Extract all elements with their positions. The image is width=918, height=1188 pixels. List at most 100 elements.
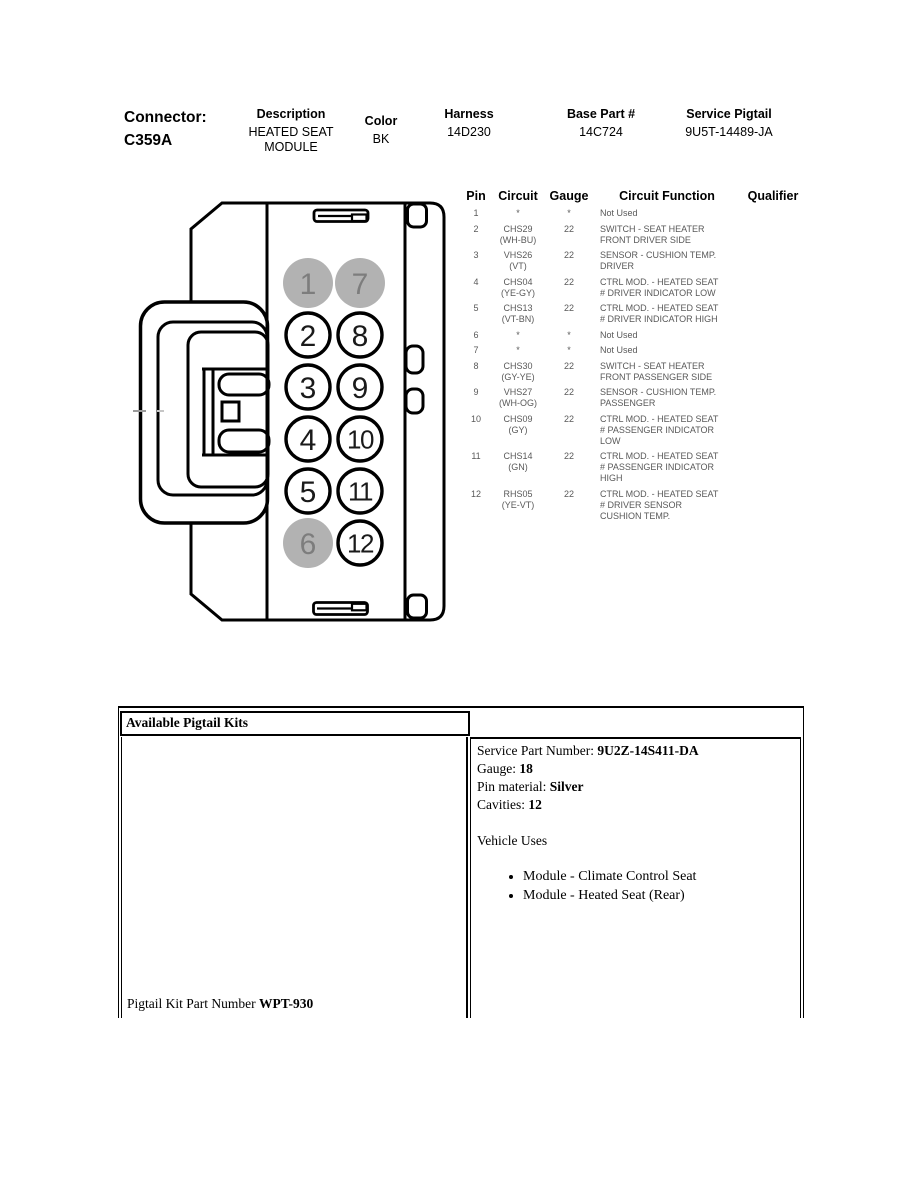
kit-detail-value: Silver xyxy=(549,779,584,794)
field-color: Color BK xyxy=(354,114,408,147)
circuit-cell: CHS09(GY) xyxy=(490,414,546,447)
qualifier-cell xyxy=(742,489,804,522)
circuit-cell: CHS13(VT-BN) xyxy=(490,303,546,325)
circuit-cell: CHS04(YE-GY) xyxy=(490,277,546,299)
pin-cell: 5 xyxy=(473,303,479,313)
function-cell: SENSOR - CUSHION TEMP.PASSENGER xyxy=(592,387,742,409)
circuit-line: CHS14 xyxy=(503,451,533,461)
function-cell: Not Used xyxy=(592,208,742,219)
circuit-line: CHS29 xyxy=(503,223,533,234)
function-line: SWITCH - SEAT HEATER xyxy=(600,360,705,371)
circuit-line: (GN) xyxy=(508,462,528,472)
pin-table: Pin Circuit Gauge Circuit Function Quali… xyxy=(462,189,810,526)
kit-detail-label: Pin material: xyxy=(477,779,550,794)
circuit-cell: VHS26(VT) xyxy=(490,250,546,272)
connector-label: Connector: xyxy=(124,109,207,126)
side-slot-upper xyxy=(404,344,425,375)
circuit-line: CHS30 xyxy=(503,360,533,371)
circuit-line: (VT) xyxy=(509,261,527,271)
connector-title: Connector: C359A xyxy=(124,106,207,152)
pin-cavity-unused xyxy=(335,258,385,308)
pin-number-label: 6 xyxy=(300,528,317,561)
pin-table-header-gauge: Gauge xyxy=(549,189,589,203)
pin-cavity xyxy=(284,467,332,515)
function-line: CTRL MOD. - HEATED SEAT xyxy=(600,488,719,499)
kit-detail-line: Cavities: 12 xyxy=(477,796,794,814)
function-line: CUSHION TEMP. xyxy=(600,510,671,521)
function-line: DRIVER xyxy=(600,261,635,271)
gauge-cell: 22 xyxy=(563,488,574,499)
pigtail-kit-part-number-label: Pigtail Kit Part Number xyxy=(127,996,259,1011)
field-service-pigtail: Service Pigtail 9U5T-14489-JA xyxy=(676,107,782,140)
pin-table-header-qualifier: Qualifier xyxy=(747,189,799,203)
value-line: 14D230 xyxy=(447,125,491,139)
qualifier-cell xyxy=(742,250,804,272)
function-line: PASSENGER xyxy=(600,398,656,408)
pin-table-header: Pin Circuit Gauge Circuit Function Quali… xyxy=(462,189,810,203)
circuit-cell: * xyxy=(490,208,546,219)
circuit-cell: RHS05(YE-VT) xyxy=(490,489,546,522)
circuit-line: * xyxy=(516,208,520,218)
circuit-line: RHS05 xyxy=(503,488,533,499)
field-harness-label: Harness xyxy=(444,107,494,121)
pin-table-row: 7**Not Used xyxy=(462,345,810,356)
gauge-cell: 22 xyxy=(563,387,574,397)
pin-number-label: 7 xyxy=(352,268,369,301)
pin-cell: 10 xyxy=(470,413,481,424)
function-line: CTRL MOD. - HEATED SEAT xyxy=(600,303,719,313)
field-base-part-label: Base Part # xyxy=(566,107,636,121)
function-cell: SENSOR - CUSHION TEMP.DRIVER xyxy=(592,250,742,272)
pin-cell: 4 xyxy=(473,276,479,287)
circuit-cell: * xyxy=(490,330,546,341)
pigtail-kits-title: Available Pigtail Kits xyxy=(120,711,470,736)
kit-detail-value: 12 xyxy=(528,797,542,812)
pin-cavity xyxy=(336,519,384,567)
circuit-cell: CHS30(GY-YE) xyxy=(490,361,546,383)
function-line: Not Used xyxy=(600,345,638,355)
circuit-line: VHS26 xyxy=(503,250,533,260)
kit-detail-label: Gauge: xyxy=(477,761,520,776)
qualifier-cell xyxy=(742,208,804,219)
kit-detail-label: Cavities: xyxy=(477,797,529,812)
pin-cell: 2 xyxy=(473,223,479,234)
gauge-cell: 22 xyxy=(563,413,574,424)
field-base-part-value: 14C724 xyxy=(549,125,653,140)
function-line: FRONT PASSENGER SIDE xyxy=(600,371,713,382)
terminal-bar-bottom xyxy=(217,428,271,454)
kit-detail-value: 18 xyxy=(519,761,533,776)
key-slot-bottom-box xyxy=(350,602,368,612)
vehicle-use-item: Module - Climate Control Seat xyxy=(523,868,794,887)
qualifier-cell xyxy=(742,277,804,299)
gauge-cell: 22 xyxy=(563,303,574,313)
pin-cavity xyxy=(284,311,332,359)
pin-number-label: 8 xyxy=(352,320,369,353)
function-cell: Not Used xyxy=(592,330,742,341)
pin-cell: 8 xyxy=(473,360,479,371)
gauge-cell: * xyxy=(567,345,571,355)
function-line: # DRIVER INDICATOR LOW xyxy=(600,287,716,298)
connector-id: C359A xyxy=(124,132,173,149)
circuit-line: * xyxy=(516,345,520,355)
pin-cell: 1 xyxy=(473,208,479,218)
pigtail-kit-part-number-value: WPT-930 xyxy=(259,996,314,1011)
pin-cell: 11 xyxy=(471,451,481,461)
circuit-line: CHS09 xyxy=(503,413,533,424)
function-line: HIGH xyxy=(600,473,623,483)
pin-cavity xyxy=(336,311,384,359)
value-line: HEATED SEAT xyxy=(248,125,334,139)
kit-detail-line: Service Part Number: 9U2Z-14S411-DA xyxy=(477,742,794,760)
function-cell: CTRL MOD. - HEATED SEAT# DRIVER INDICATO… xyxy=(592,303,742,325)
corner-tab-top xyxy=(406,202,428,229)
circuit-line: CHS13 xyxy=(503,303,533,313)
pin-table-header-pin: Pin xyxy=(466,189,486,203)
field-harness: Harness 14D230 xyxy=(419,107,519,140)
